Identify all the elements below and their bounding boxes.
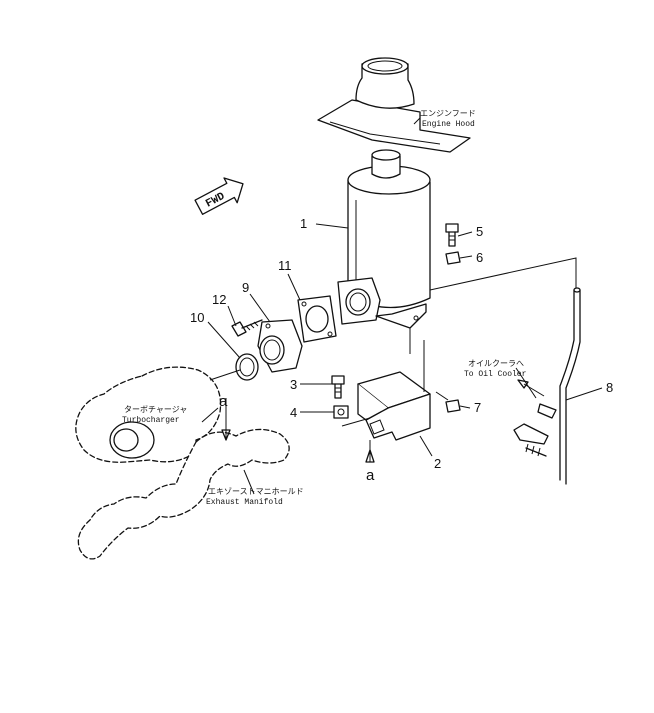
match-marker-a-top: a	[219, 393, 228, 410]
turbocharger-drawing	[75, 366, 241, 463]
callout-10: 10	[190, 310, 204, 325]
callout-11: 11	[278, 258, 292, 273]
callout-6: 6	[476, 250, 483, 265]
bolt-3-drawing	[331, 375, 345, 399]
oil-cooler-pipe-8-drawing	[513, 287, 581, 485]
bracket-2-drawing	[341, 371, 431, 441]
callout-3: 3	[290, 377, 297, 392]
callout-1: 1	[300, 216, 307, 231]
exhaust-manifold-drawing	[77, 398, 290, 560]
turbocharger-label-en: Turbocharger	[122, 416, 180, 425]
exhaust-manifold-label-jp: エキゾーストマニホールド	[208, 487, 304, 496]
callout-8: 8	[606, 380, 613, 395]
elbow-9-drawing	[257, 319, 303, 373]
callout-12: 12	[212, 292, 226, 307]
gasket-11-drawing	[297, 295, 337, 343]
engine-hood-label-en: Engine Hood	[422, 120, 475, 129]
match-marker-a-bottom: a	[366, 467, 375, 484]
callout-7: 7	[474, 400, 481, 415]
bolt-5-drawing	[445, 223, 459, 247]
callout-5: 5	[476, 224, 483, 239]
oil-cooler-label-jp: オイルクーラへ	[468, 359, 524, 368]
oil-cooler-label-en: To Oil Cooler	[464, 370, 527, 379]
engine-hood-drawing	[317, 57, 471, 153]
nut-6-drawing	[445, 251, 461, 265]
callout-leader-lines	[201, 117, 603, 495]
callout-9: 9	[242, 280, 249, 295]
callout-2: 2	[434, 456, 441, 471]
washer-4-drawing	[333, 405, 349, 419]
nut-7-drawing	[445, 399, 461, 413]
turbocharger-label-jp: ターボチャージャ	[124, 405, 187, 414]
callout-4: 4	[290, 405, 297, 420]
exhaust-manifold-label-en: Exhaust Manifold	[206, 498, 283, 507]
muffler-drawing	[337, 149, 431, 329]
seal-ring-10-drawing	[235, 353, 259, 381]
forward-direction-arrow: FWD	[194, 177, 244, 215]
assembly-guide-lines	[365, 257, 577, 463]
engine-hood-label-jp: エンジンフード	[420, 109, 476, 118]
bolt-12-drawing	[231, 319, 263, 337]
